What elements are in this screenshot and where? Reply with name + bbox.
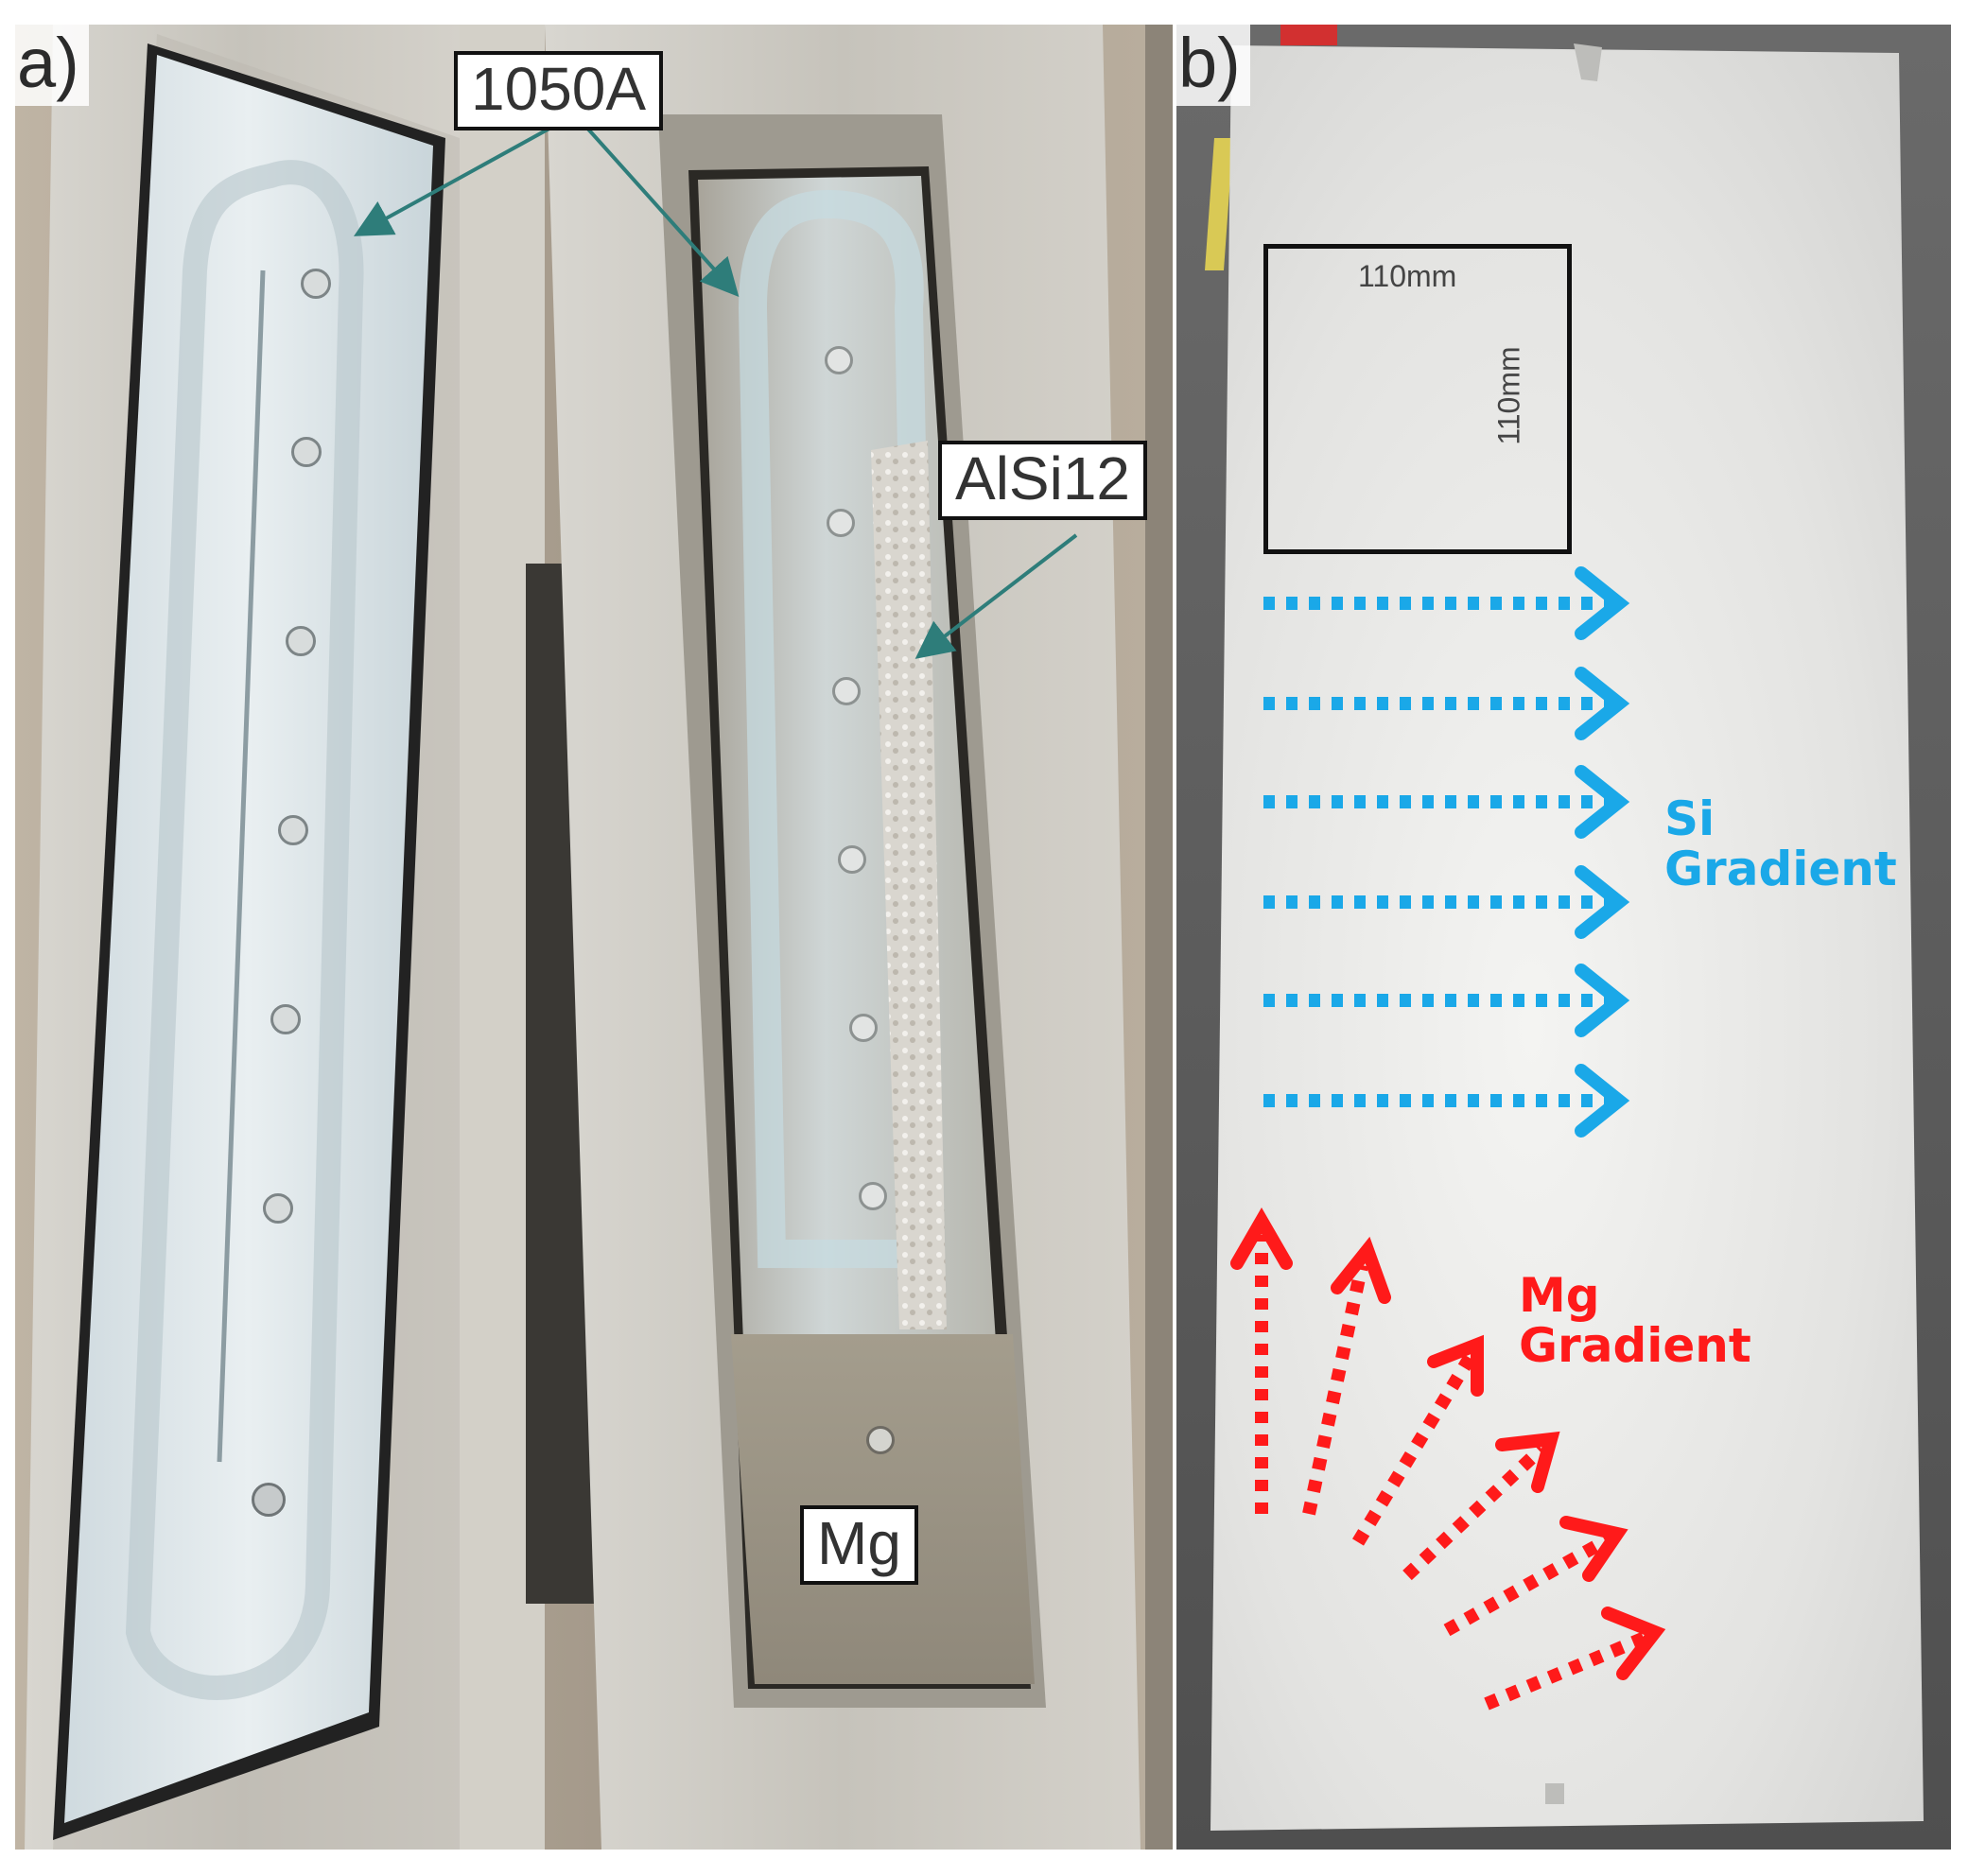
arrow-1050a-right	[573, 113, 740, 297]
panel-b-photo: 110mm 110mm Si Gradient Mg Gradient b)	[1176, 25, 1951, 1850]
screw-left-1	[301, 269, 331, 299]
panel-b-label: b)	[1176, 25, 1250, 106]
mg-arrow-2	[1302, 1236, 1391, 1516]
mg-gradient-label: Mg Gradient	[1519, 1271, 1751, 1370]
arrow-1050a-left	[353, 113, 576, 236]
callout-alsi12: AlSi12	[938, 441, 1147, 520]
sample-square	[1263, 244, 1572, 554]
callout-mg: Mg	[800, 1505, 918, 1585]
panel-a-label: a)	[15, 25, 89, 106]
screw-left-7	[252, 1483, 286, 1517]
screw-right-1	[825, 346, 853, 374]
panel-a-scene	[15, 25, 1173, 1850]
mg-arrow-5	[1443, 1516, 1628, 1637]
pointer-arrows	[353, 113, 1078, 659]
si-gradient-label: Si Gradient	[1664, 794, 1897, 894]
mg-arrow-3	[1352, 1334, 1484, 1546]
square-width-label: 110mm	[1358, 259, 1457, 293]
callout-1050a: 1050A	[454, 51, 664, 130]
screw-right-4	[838, 845, 866, 874]
screw-right-6	[859, 1182, 887, 1210]
screw-left-5	[270, 1004, 301, 1034]
arrow-alsi12	[914, 533, 1078, 659]
screw-left-4	[278, 815, 308, 845]
si-arrow-1	[1263, 566, 1630, 640]
si-gradient-line1: Si	[1664, 791, 1715, 846]
panel-a-photo: a) 1050A AlSi12 Mg	[15, 25, 1173, 1850]
si-arrow-3	[1263, 765, 1630, 839]
screw-left-2	[291, 437, 322, 467]
si-gradient-line2: Gradient	[1664, 841, 1897, 896]
panel-b-scene	[1176, 25, 1951, 1850]
si-arrow-2	[1263, 667, 1630, 740]
screw-mg-plate	[866, 1426, 895, 1454]
screw-right-5	[849, 1014, 878, 1042]
screw-left-6	[263, 1193, 293, 1224]
screw-right-3	[832, 677, 861, 705]
si-arrow-5	[1263, 964, 1630, 1037]
mg-arrow-1	[1230, 1207, 1293, 1514]
screw-left-3	[286, 626, 316, 656]
mg-gradient-line1: Mg	[1519, 1268, 1600, 1323]
mg-arrow-4	[1402, 1431, 1560, 1581]
si-arrow-6	[1263, 1064, 1630, 1138]
screw-right-2	[827, 509, 855, 537]
si-arrow-4	[1263, 865, 1630, 939]
mg-gradient-line2: Gradient	[1519, 1317, 1751, 1373]
si-gradient-arrows	[1263, 566, 1630, 1138]
mg-arrow-6	[1484, 1607, 1666, 1711]
mg-gradient-arrows	[1230, 1207, 1666, 1711]
